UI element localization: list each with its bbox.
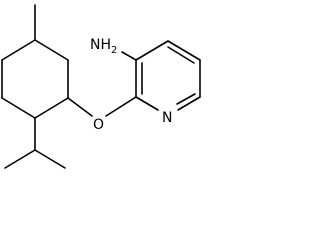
amine-label: NH2 <box>90 37 117 56</box>
amine-symbol: NH <box>90 37 111 53</box>
ether-oxygen-label: O <box>93 117 104 133</box>
double-bond-inner <box>176 93 196 105</box>
ring-nitrogen-label: N <box>162 110 172 126</box>
bond <box>177 96 201 111</box>
bond <box>4 149 36 169</box>
double-bond-inner <box>167 46 195 64</box>
bond <box>135 40 169 61</box>
bond <box>67 97 93 117</box>
isopropyl-group <box>4 117 66 169</box>
molecule-drawing: NH2 O N <box>1 4 201 169</box>
bond <box>167 40 201 61</box>
amine-subscript: 2 <box>111 45 117 56</box>
bond <box>34 97 69 119</box>
pyridine-ring <box>135 40 201 111</box>
bond <box>105 96 137 117</box>
amine-bond <box>121 51 137 61</box>
structure-canvas: NH2 O N <box>1 4 201 169</box>
bond <box>34 39 69 61</box>
bond <box>1 39 36 61</box>
ether-linkage <box>67 96 137 117</box>
bond <box>34 149 66 169</box>
bond <box>1 97 36 119</box>
cyclohexane-ring <box>1 39 69 119</box>
bond <box>135 96 159 111</box>
